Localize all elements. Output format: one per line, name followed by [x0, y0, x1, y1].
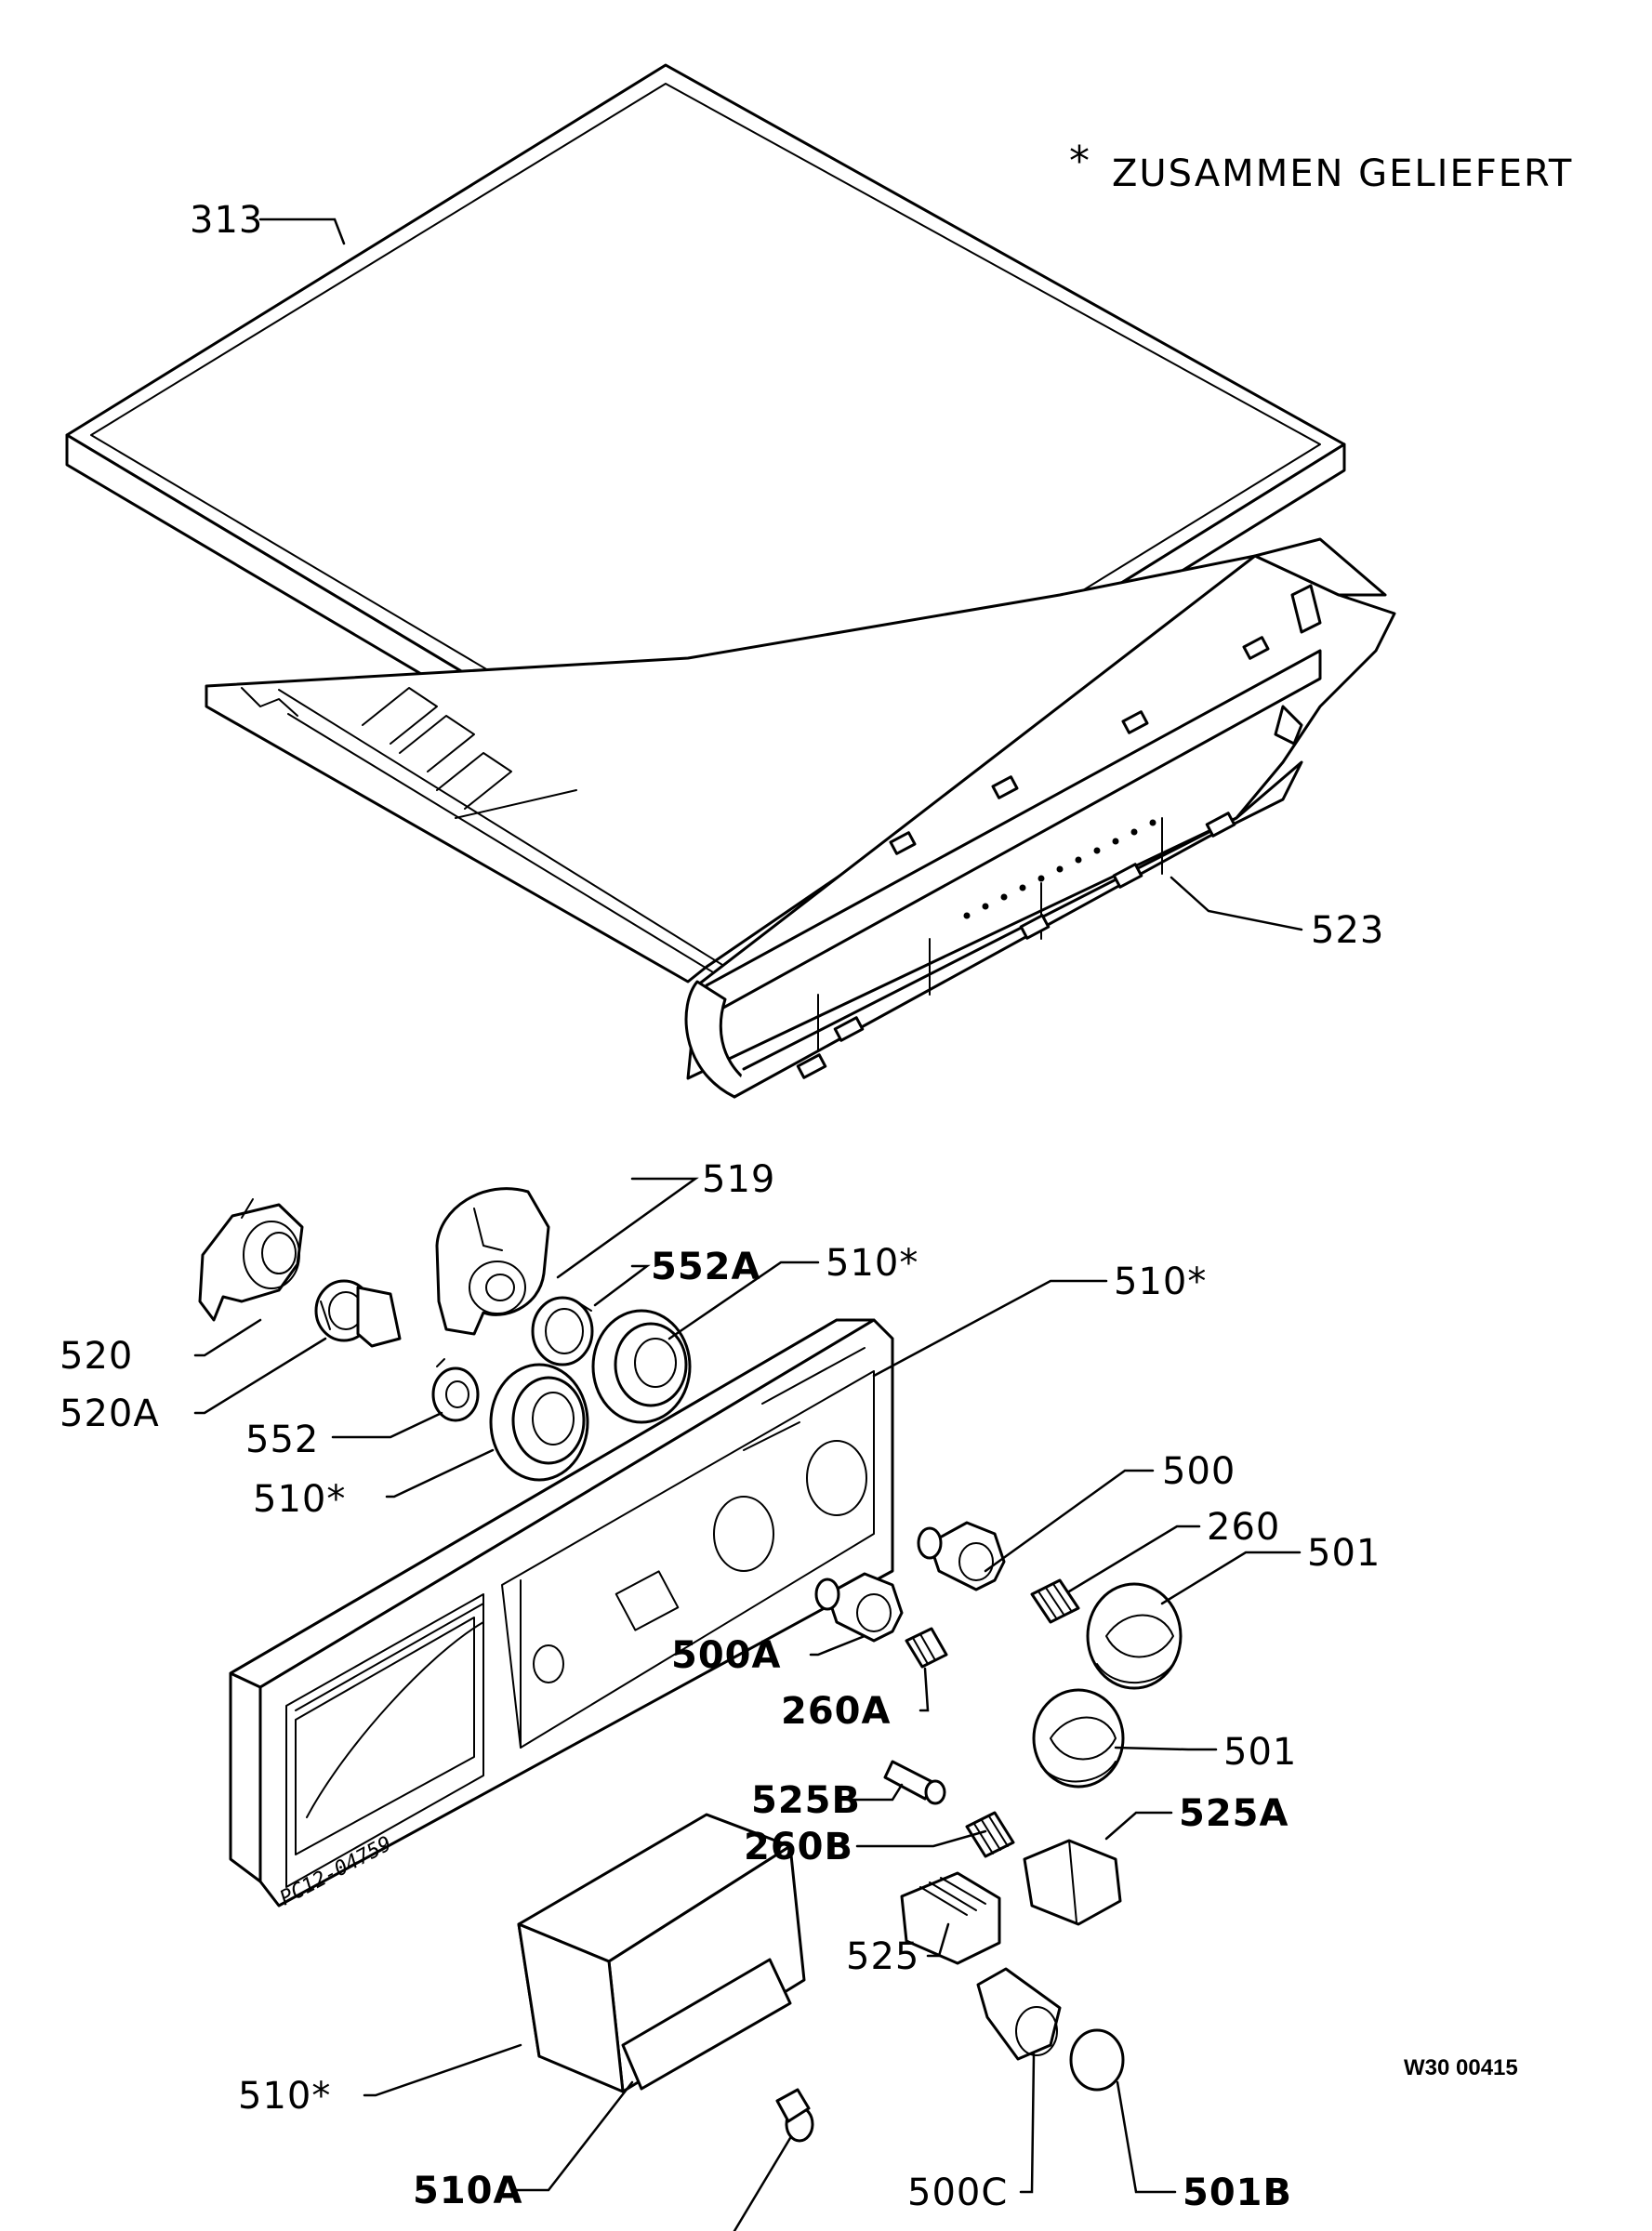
note-text: ZUSAMMEN GELIEFERT — [1112, 152, 1573, 195]
label-519: 519 — [702, 1158, 775, 1201]
part-510-knob-right — [591, 1309, 692, 1424]
note-star: * — [1069, 138, 1090, 185]
part-510-drawer-handle — [517, 1813, 806, 2093]
part-500A-spindle — [814, 1572, 904, 1643]
label-500A: 500A — [671, 1634, 781, 1677]
label-260A: 260A — [781, 1690, 891, 1733]
leader-lines — [193, 218, 1303, 2231]
label-525: 525 — [846, 1935, 919, 1978]
label-520: 520 — [59, 1335, 133, 1378]
label-501-lower: 501 — [1223, 1731, 1297, 1774]
part-552-spindle — [431, 1358, 480, 1422]
label-523: 523 — [1311, 909, 1384, 952]
label-510A: 510A — [413, 2170, 522, 2212]
supply-note: * ZUSAMMEN GELIEFERT — [1069, 138, 1573, 195]
label-260B: 260B — [744, 1826, 853, 1868]
part-260-spring — [1030, 1578, 1080, 1624]
part-501-knob-lower — [1032, 1688, 1125, 1789]
part-519-selector-disc — [435, 1187, 550, 1336]
label-510-upper-knob: 510* — [826, 1242, 919, 1285]
part-545-screw — [775, 2088, 814, 2143]
part-260A-spring — [905, 1627, 948, 1669]
label-500C: 500C — [907, 2172, 1008, 2214]
part-510A-nameplate — [621, 1958, 792, 2091]
label-525B: 525B — [751, 1779, 861, 1822]
label-510-lower-knob: 510* — [253, 1478, 346, 1521]
part-523-panel-frame — [205, 537, 1396, 1099]
part-510-knob-left — [489, 1363, 589, 1482]
part-260B-spring — [965, 1811, 1015, 1858]
label-501-upper: 501 — [1307, 1532, 1381, 1575]
label-520A: 520A — [59, 1393, 160, 1435]
part-labels: 313 523 519 552A 510* 510* 520 520A 552 … — [59, 199, 1384, 2214]
part-520-knob-holder — [198, 1198, 304, 1322]
part-501B-cap — [1069, 2028, 1125, 2092]
part-510-front-panel: PC12-04759 — [229, 1318, 894, 1910]
label-552: 552 — [245, 1419, 319, 1461]
part-520A-knob-spindle — [314, 1279, 402, 1348]
part-525-switch — [900, 1871, 1001, 1965]
label-525A: 525A — [1179, 1792, 1289, 1835]
label-510-panel: 510* — [1114, 1261, 1207, 1303]
label-501B: 501B — [1183, 2172, 1292, 2214]
label-500: 500 — [1162, 1450, 1236, 1493]
label-260: 260 — [1207, 1506, 1280, 1549]
label-552A: 552A — [651, 1246, 760, 1288]
part-500-spindle — [917, 1521, 1006, 1591]
label-313: 313 — [190, 199, 263, 242]
part-525A-button-cap — [1023, 1839, 1122, 1926]
label-510-drawer: 510* — [238, 2075, 331, 2118]
part-525B-pin — [883, 1760, 946, 1805]
drawing-code: W30 00415 — [1404, 2055, 1518, 2080]
part-501-knob-upper — [1086, 1582, 1183, 1690]
part-500C-switch-body — [976, 1967, 1062, 2061]
part-552A-ring — [531, 1296, 594, 1366]
